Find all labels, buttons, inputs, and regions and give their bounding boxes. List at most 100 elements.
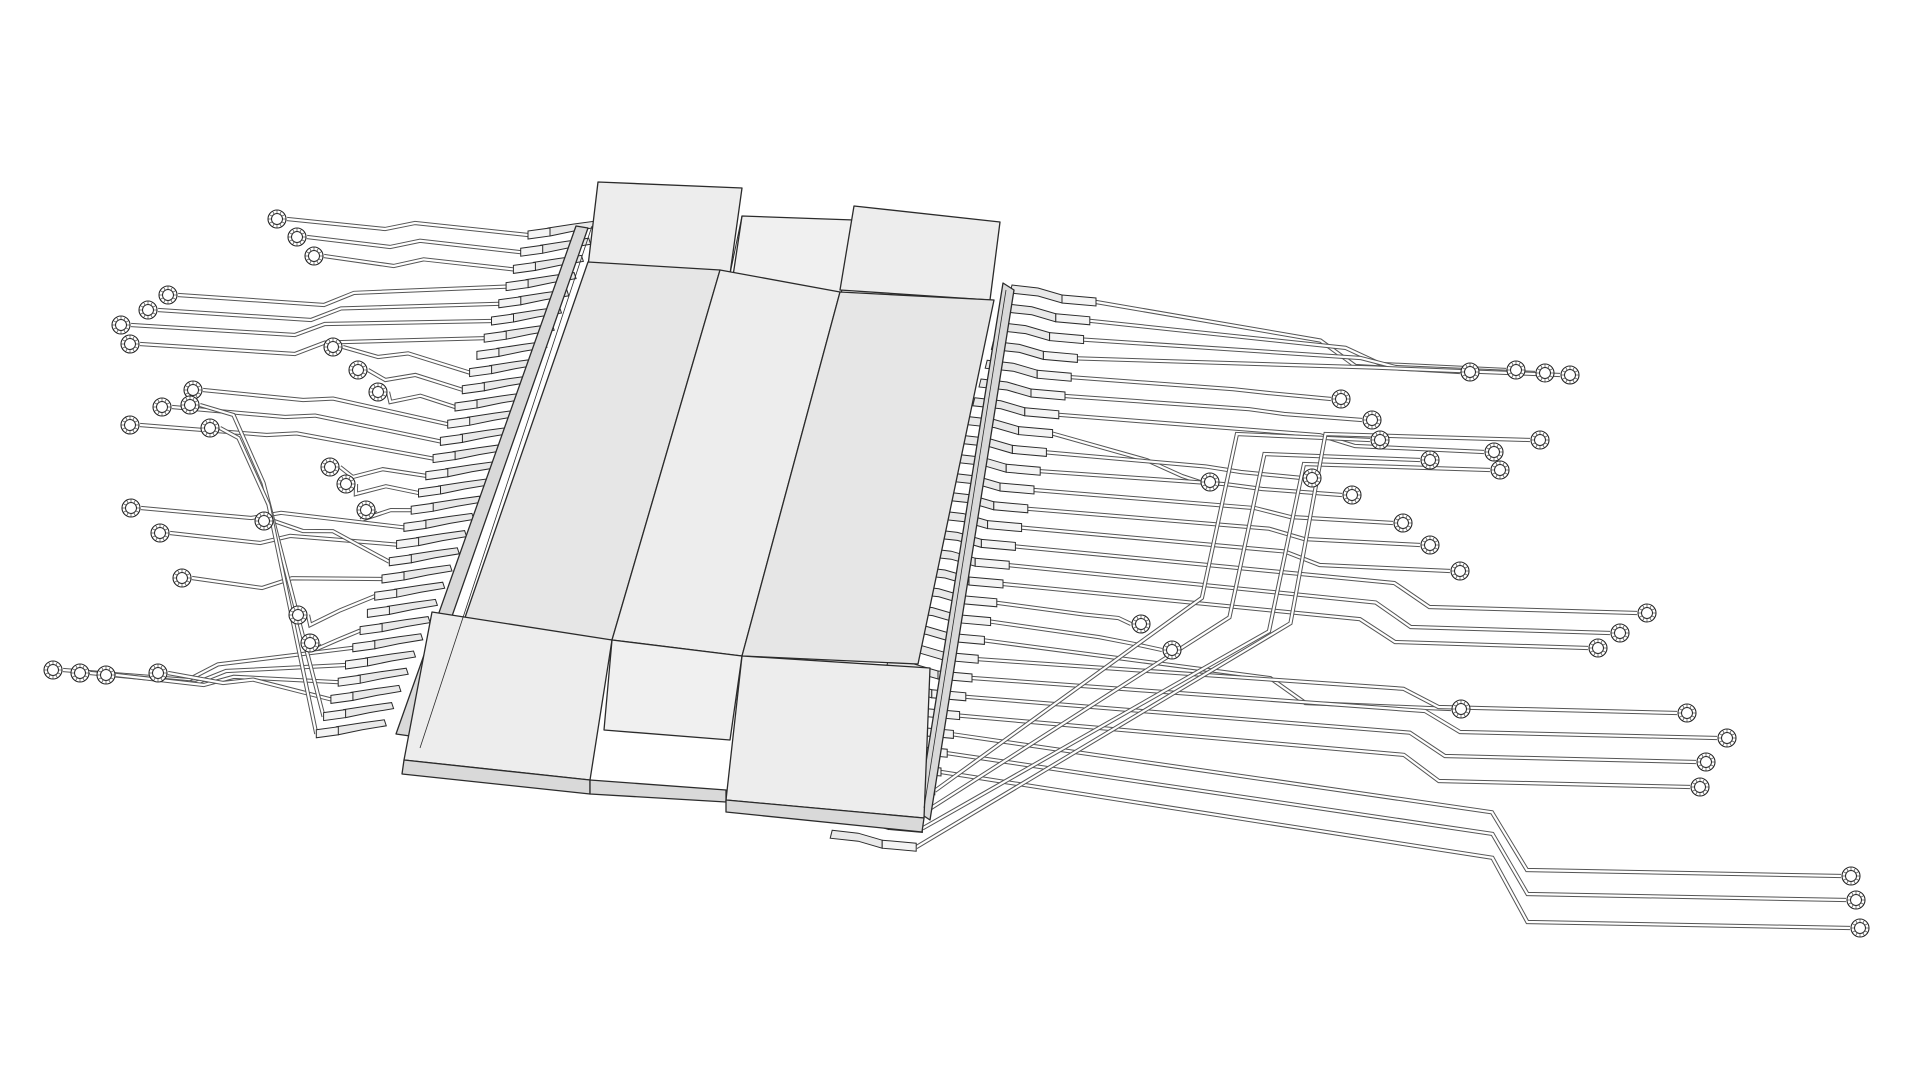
via-pad-inner [327,341,339,353]
via-pad-tick [140,305,144,308]
circuit-trace [1040,469,1343,498]
via-pad-tick [325,342,329,345]
circuit-traces [62,216,1851,931]
pin-lead [364,650,417,667]
via-pad-tick [337,342,341,345]
pin [418,478,490,498]
via-pad-tick [1495,462,1498,466]
via-pad-inner [1592,642,1604,654]
via-pad-tick [1708,754,1711,758]
via-pad [254,511,274,531]
via-pad-tick [1422,462,1426,465]
pin-lead [430,495,482,512]
via-pad-inner [1564,369,1576,381]
trace-core [1002,582,1589,650]
via-pad-tick [166,402,170,405]
via-pad-tick [157,399,160,403]
pin [410,495,482,515]
via-pad-tick [82,677,85,681]
via-pad [1506,360,1526,380]
via-pad-inner [1306,472,1318,484]
pin-foot [962,595,998,608]
circuit-trace [971,675,1718,741]
pin [953,453,1041,476]
via-pad-tick [1572,367,1575,371]
via-pad-tick [279,223,282,227]
circuit-trace [273,519,391,564]
via-pad-tick [302,610,306,613]
via-pad-tick [1602,650,1606,653]
via-pad-inner [1845,870,1857,882]
trace-core [219,427,318,735]
via-pad-tick [1343,403,1346,407]
via-pad-tick [1214,484,1218,487]
pin [996,322,1085,345]
via-pad-tick [1464,566,1468,569]
via-pad-tick [1202,484,1206,487]
via-pad-tick [160,290,164,293]
via-pad-tick [332,459,335,463]
via-pad-tick [1532,442,1536,445]
circuit-trace [996,600,1132,626]
trace-core [202,388,448,426]
via-pad-tick [1540,377,1543,381]
via-pad-tick [122,339,126,342]
via-pad-tick [1574,377,1578,380]
via-pad-tick [1612,635,1616,638]
via-pad-tick [1532,435,1536,438]
pin-foot [461,382,485,395]
via-pad-tick [368,502,371,506]
via-pad-tick [1464,573,1468,576]
pin-foot [491,313,514,326]
via-pad-inner [1204,476,1216,488]
via-pad-tick [314,638,318,641]
via-pad-tick [164,399,167,403]
via-pad-tick [1384,442,1388,445]
via-pad-tick [194,400,198,403]
via-pad-inner [1455,703,1467,715]
via-pad-tick [1316,480,1320,483]
pin-foot [980,538,1016,551]
via-pad-tick [325,471,328,475]
pin [439,426,512,446]
via-pad-tick [162,668,166,671]
pin-lead [372,633,424,650]
block-bottom-right [725,655,931,819]
via-pad-tick [123,317,126,321]
via-pad-inner [340,478,352,490]
trace-core [947,752,1847,902]
pin [403,512,475,532]
via-pad-tick [289,239,293,242]
via-pad-tick [1544,442,1548,445]
via-pad-tick [290,617,294,620]
via-pad-inner [1397,517,1409,529]
via-pad-tick [1304,473,1308,476]
via-pad-inner [1346,489,1358,501]
via-pad-tick [301,232,305,235]
via-pad-tick [1649,617,1652,621]
via-pad-tick [380,384,383,388]
via-pad-tick [1136,616,1139,620]
via-pad-tick [293,607,296,611]
via-pad-tick [306,251,310,254]
via-pad-tick [75,677,78,681]
via-pad-tick [334,462,338,465]
via-pad-tick [299,241,302,245]
via-pad-tick [269,221,273,224]
via-pad-tick [1848,902,1852,905]
circuit-trace [353,483,419,497]
circuit-trace [366,368,463,392]
pin-foot [512,261,536,274]
via-pad-inner [74,667,86,679]
via-pad-tick [110,670,114,673]
via-pad-tick [48,674,51,678]
trace-core [157,302,499,322]
pin-foot [469,365,493,378]
via-pad-tick [55,662,58,666]
via-pad-tick [1145,619,1149,622]
via-pad-inner [187,384,199,396]
pin [396,530,468,550]
trace-core [921,462,1491,830]
via-pad-inner [1464,366,1476,378]
